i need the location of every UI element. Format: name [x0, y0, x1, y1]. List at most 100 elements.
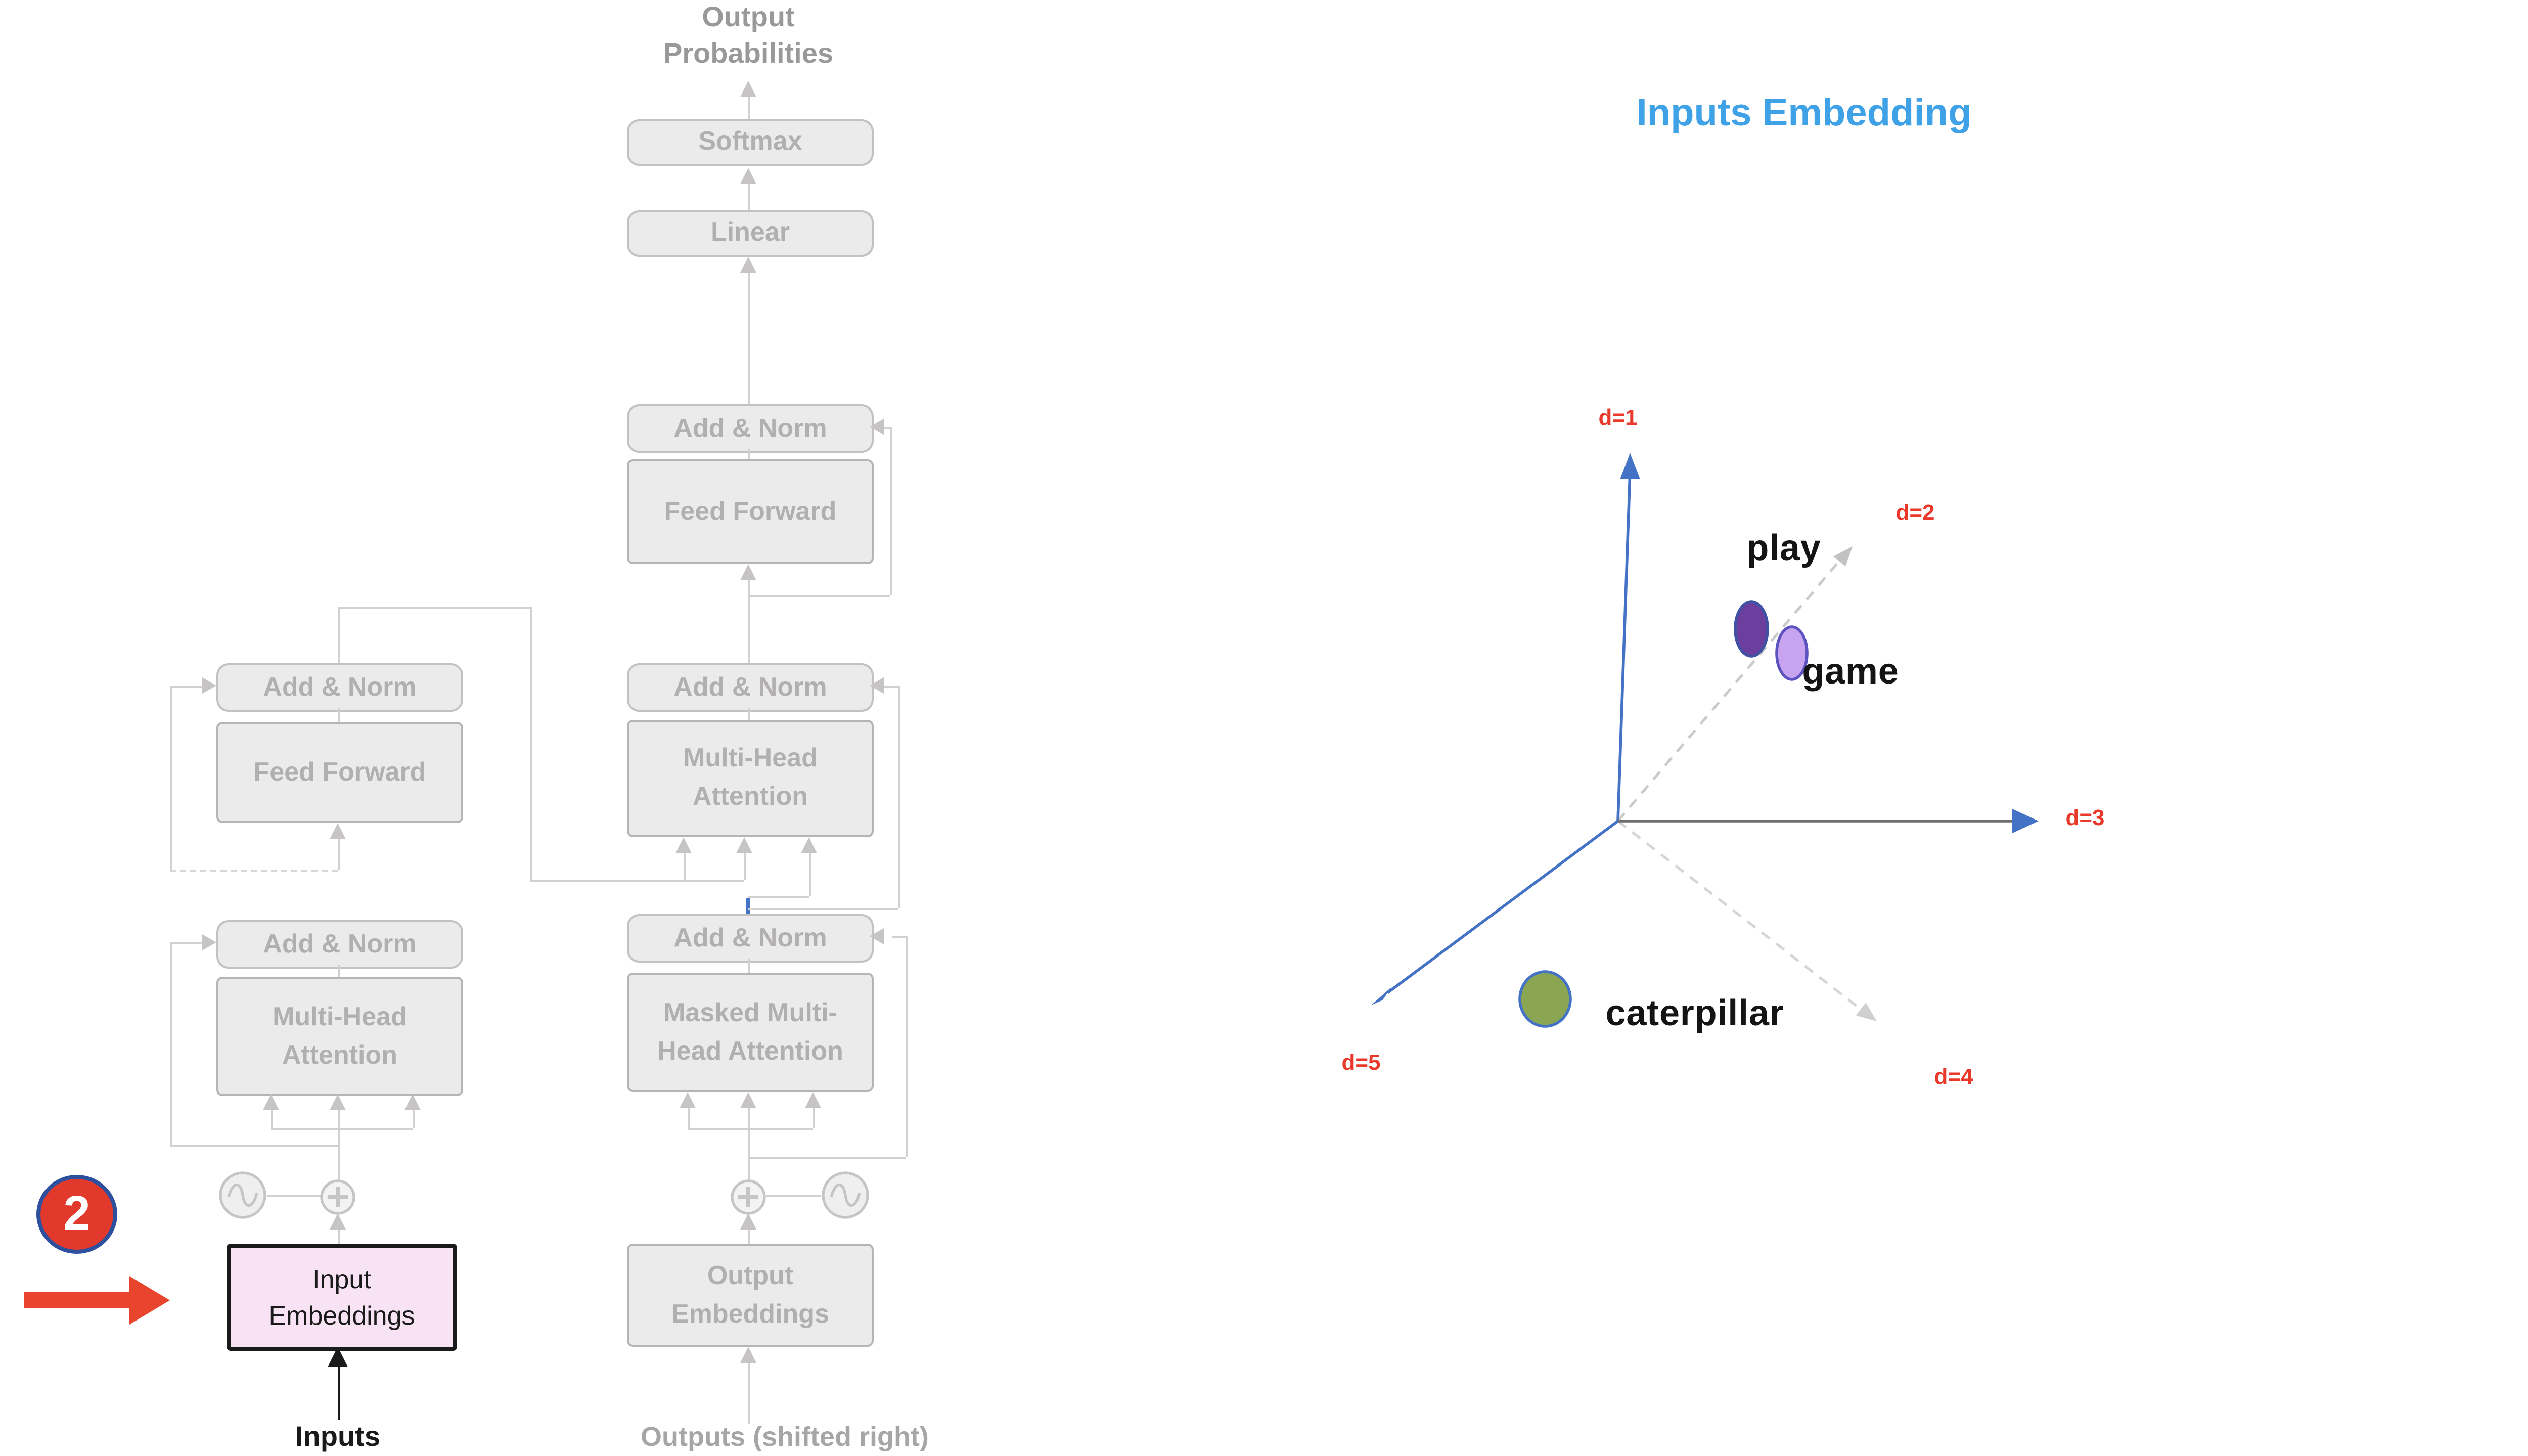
axis-d5-line — [1386, 820, 1619, 994]
arrow-up-icon — [801, 837, 817, 853]
connector-line — [748, 273, 750, 404]
arrow-right-icon — [202, 677, 216, 694]
bracket-line — [271, 1128, 413, 1130]
connector-line — [748, 959, 750, 973]
encoder-decoder-line — [530, 607, 532, 880]
axis-d4-line — [1617, 820, 1862, 1011]
connector-line — [688, 1108, 690, 1128]
bracket-line — [688, 1128, 813, 1130]
softmax-box: Softmax — [627, 119, 874, 166]
decoder-feed-forward-box: Feed Forward — [627, 459, 874, 564]
arrow-up-icon — [740, 168, 756, 184]
decoder-add-norm-top-box: Add & Norm — [627, 404, 874, 453]
encoder-add-norm-top-box: Add & Norm — [216, 663, 463, 712]
arrow-up-icon — [740, 81, 756, 97]
residual-line — [170, 942, 172, 1145]
connector-line — [748, 708, 750, 720]
panel-title: Inputs Embedding — [1636, 93, 1972, 135]
inputs-label: Inputs — [295, 1420, 380, 1452]
arrow-right-icon — [202, 934, 216, 950]
residual-line — [170, 1145, 338, 1147]
axis-d2-arrowhead-icon — [1833, 546, 1853, 567]
connector-line — [748, 1230, 750, 1244]
arrow-left-icon — [870, 928, 884, 944]
decoder-add-norm-mid-box: Add & Norm — [627, 663, 874, 712]
connector-line — [748, 1363, 750, 1424]
arrow-up-icon — [330, 1094, 346, 1110]
output-embeddings-box: Output Embeddings — [627, 1244, 874, 1347]
linear-box: Linear — [627, 210, 874, 257]
residual-line — [748, 1157, 906, 1159]
connector-line — [748, 1108, 750, 1181]
point-play — [1734, 600, 1769, 658]
encoder-decoder-line — [338, 607, 530, 609]
axis-d5-arrowhead-icon — [1371, 986, 1392, 1005]
arrow-up-icon — [740, 1092, 756, 1108]
plus-circle-icon — [320, 1179, 355, 1215]
step-number: 2 — [63, 1186, 91, 1241]
connector-line — [813, 1108, 815, 1128]
residual-line — [890, 427, 892, 595]
residual-line — [892, 936, 906, 938]
connector-line — [413, 1110, 415, 1128]
connector-line — [338, 607, 340, 663]
arrow-up-icon — [330, 1213, 346, 1230]
word-label-caterpillar: caterpillar — [1605, 993, 1784, 1033]
connector-line — [338, 708, 340, 722]
axis-d1-line — [1616, 469, 1632, 822]
query-line — [748, 896, 809, 898]
word-label-play: play — [1746, 528, 1821, 568]
axis-label-d1: d=1 — [1598, 406, 1638, 431]
connector-line — [744, 853, 746, 880]
input-embeddings-box: Input Embeddings — [227, 1244, 457, 1351]
arrow-up-icon — [404, 1094, 421, 1110]
decoder-add-norm-low-box: Add & Norm — [627, 914, 874, 963]
axis-label-d5: d=5 — [1341, 1052, 1381, 1076]
sine-wave-icon — [219, 1171, 266, 1219]
connector-line — [809, 853, 811, 896]
arrow-up-icon — [675, 837, 692, 853]
residual-line — [170, 686, 172, 870]
encoder-decoder-line — [530, 880, 744, 882]
connector-line — [748, 184, 750, 210]
output-probabilities-label: Output Probabilities — [663, 0, 834, 68]
arrow-up-icon — [740, 257, 756, 273]
connector-line — [684, 853, 686, 880]
arrow-up-icon — [740, 564, 756, 580]
sine-wave-icon — [822, 1171, 869, 1219]
residual-line — [170, 870, 338, 872]
residual-line — [170, 686, 202, 688]
residual-line — [884, 427, 890, 429]
red-arrow — [24, 1292, 129, 1308]
connector-line — [748, 97, 750, 119]
connector-line — [748, 580, 750, 595]
arrow-left-icon — [870, 419, 884, 435]
connector-line — [748, 595, 750, 663]
residual-line — [748, 595, 890, 597]
axis-label-d4: d=4 — [1934, 1066, 1973, 1090]
arrow-up-icon — [330, 823, 346, 839]
axis-label-d3: d=3 — [2065, 807, 2105, 831]
connector-line — [338, 839, 340, 870]
plus-circle-icon — [731, 1179, 766, 1215]
arrow-up-icon — [740, 1213, 756, 1230]
arrow-up-icon — [263, 1094, 279, 1110]
connector-line — [267, 1195, 322, 1197]
point-game — [1775, 625, 1809, 681]
connector-line — [337, 1367, 340, 1420]
encoder-feed-forward-box: Feed Forward — [216, 722, 463, 823]
residual-line — [906, 936, 908, 1157]
axis-d3-arrowhead-icon — [2012, 809, 2039, 833]
residual-line — [748, 908, 898, 910]
outputs-shifted-right-label: Outputs (shifted right) — [641, 1422, 929, 1452]
connector-line — [338, 965, 340, 977]
connector-line — [748, 449, 750, 459]
point-caterpillar — [1518, 970, 1572, 1028]
arrow-up-icon — [740, 1347, 756, 1363]
step-number-badge: 2 — [36, 1175, 117, 1254]
connector-line — [338, 1110, 340, 1181]
connector-line — [764, 1195, 821, 1197]
arrow-up-icon — [328, 1347, 348, 1367]
